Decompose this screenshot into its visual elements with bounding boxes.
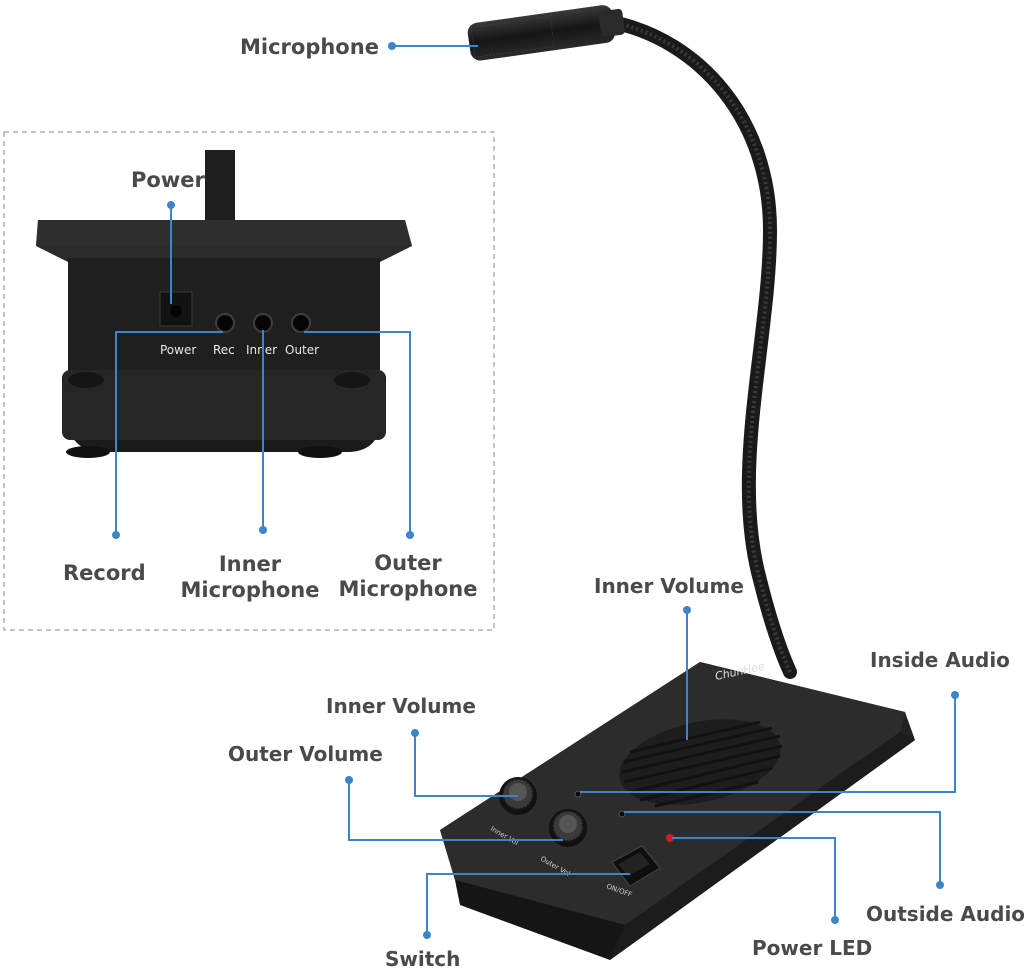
label-power: Power: [131, 168, 205, 192]
outer-volume-knob: [549, 809, 587, 847]
label-record: Record: [63, 561, 146, 585]
inset-frame: [3, 131, 495, 631]
label-power-led: Power LED: [752, 936, 873, 960]
speaker-grille: [619, 719, 783, 808]
outer-port: [291, 313, 311, 333]
back-panel: Power Rec Inner Outer: [36, 150, 412, 458]
inside-audio-led: [574, 790, 582, 798]
label-inner-volume-knob: Inner Volume: [326, 694, 476, 718]
base-unit: ChunHee Inner Vol Outer Vol ON/OFF: [440, 660, 915, 960]
port-label-power: Power: [160, 343, 196, 357]
label-inside-audio: Inside Audio: [870, 648, 1010, 672]
label-microphone: Microphone: [240, 35, 379, 59]
label-outer-microphone: Outer Microphone: [338, 551, 478, 601]
callout-lines: [115, 45, 956, 935]
label-inner-volume-speaker: Inner Volume: [594, 574, 744, 598]
microphone-head: [467, 5, 625, 61]
power-switch: [611, 845, 661, 887]
inner-volume-knob: [499, 777, 537, 815]
port-label-rec: Rec: [213, 343, 235, 357]
label-switch: Switch: [385, 947, 461, 971]
rec-port: [215, 313, 235, 333]
label-outside-audio: Outside Audio: [866, 902, 1024, 926]
port-label-inner: Inner: [246, 343, 277, 357]
power-led: [666, 834, 674, 842]
inner-port: [253, 313, 273, 333]
port-label-outer: Outer: [285, 343, 319, 357]
label-outer-volume: Outer Volume: [228, 742, 383, 766]
callout-dots: [112, 42, 959, 939]
outside-audio-led: [618, 810, 626, 818]
label-inner-microphone: Inner Microphone: [180, 552, 320, 602]
